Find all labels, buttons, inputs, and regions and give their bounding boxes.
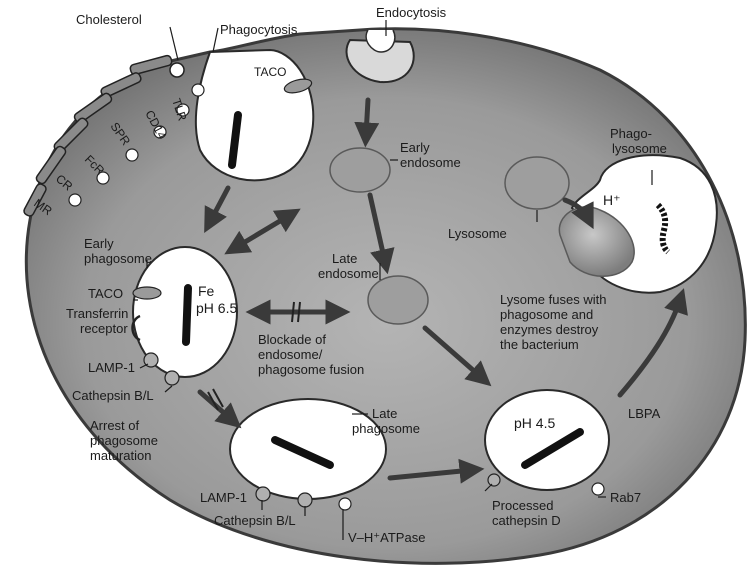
label-early-phagosome-1: Early bbox=[84, 236, 114, 251]
label-taco-left: TACO bbox=[88, 286, 123, 301]
label-late-phagosome-2: phagosome bbox=[352, 421, 420, 436]
label-ph65: pH 6.5 bbox=[196, 300, 237, 316]
early-endosome bbox=[330, 148, 390, 192]
label-fuses-1: Lysome fuses with bbox=[500, 292, 606, 307]
label-taco-top: TACO bbox=[254, 65, 286, 79]
label-cathepsin-bottom: Cathepsin B/L bbox=[214, 513, 296, 528]
label-lamp1: LAMP-1 bbox=[88, 360, 135, 375]
late-endosome bbox=[368, 276, 428, 324]
label-fuses-4: the bacterium bbox=[500, 337, 579, 352]
label-processed-1: Processed bbox=[492, 498, 553, 513]
label-rab7: Rab7 bbox=[610, 490, 641, 505]
label-phagocytosis: Phagocytosis bbox=[220, 22, 298, 37]
label-blockade-3: phagosome fusion bbox=[258, 362, 364, 377]
label-late-endosome-1: Late bbox=[332, 251, 357, 266]
label-endocytosis: Endocytosis bbox=[376, 5, 447, 20]
label-transferrin-2: receptor bbox=[80, 321, 128, 336]
label-lamp1-bottom: LAMP-1 bbox=[200, 490, 247, 505]
label-h-plus: H⁺ bbox=[603, 192, 621, 208]
label-arrest-2: phagosome bbox=[90, 433, 158, 448]
label-transferrin-1: Transferrin bbox=[66, 306, 128, 321]
label-arrest-1: Arrest of bbox=[90, 418, 140, 433]
label-vh-atpase: V–H⁺ATPase bbox=[348, 530, 425, 545]
label-fuses-3: enzymes destroy bbox=[500, 322, 599, 337]
label-processed-2: cathepsin D bbox=[492, 513, 561, 528]
label-blockade-1: Blockade of bbox=[258, 332, 326, 347]
label-early-endosome-1: Early bbox=[400, 140, 430, 155]
label-early-endosome-2: endosome bbox=[400, 155, 461, 170]
lysosome bbox=[505, 157, 569, 209]
label-fe: Fe bbox=[198, 283, 215, 299]
label-late-endosome-2: endosome bbox=[318, 266, 379, 281]
label-lbpa: LBPA bbox=[628, 406, 661, 421]
label-early-phagosome-2: phagosome bbox=[84, 251, 152, 266]
label-cathepsin: Cathepsin B/L bbox=[72, 388, 154, 403]
label-lysosome: Lysosome bbox=[448, 226, 507, 241]
label-ph45: pH 4.5 bbox=[514, 415, 555, 431]
label-fuses-2: phagosome and bbox=[500, 307, 593, 322]
label-phagolysosome-2: lysosome bbox=[612, 141, 667, 156]
label-blockade-2: endosome/ bbox=[258, 347, 323, 362]
label-phagolysosome-1: Phago- bbox=[610, 126, 652, 141]
label-arrest-3: maturation bbox=[90, 448, 151, 463]
label-cholesterol: Cholesterol bbox=[76, 12, 142, 27]
label-late-phagosome-1: Late bbox=[372, 406, 397, 421]
